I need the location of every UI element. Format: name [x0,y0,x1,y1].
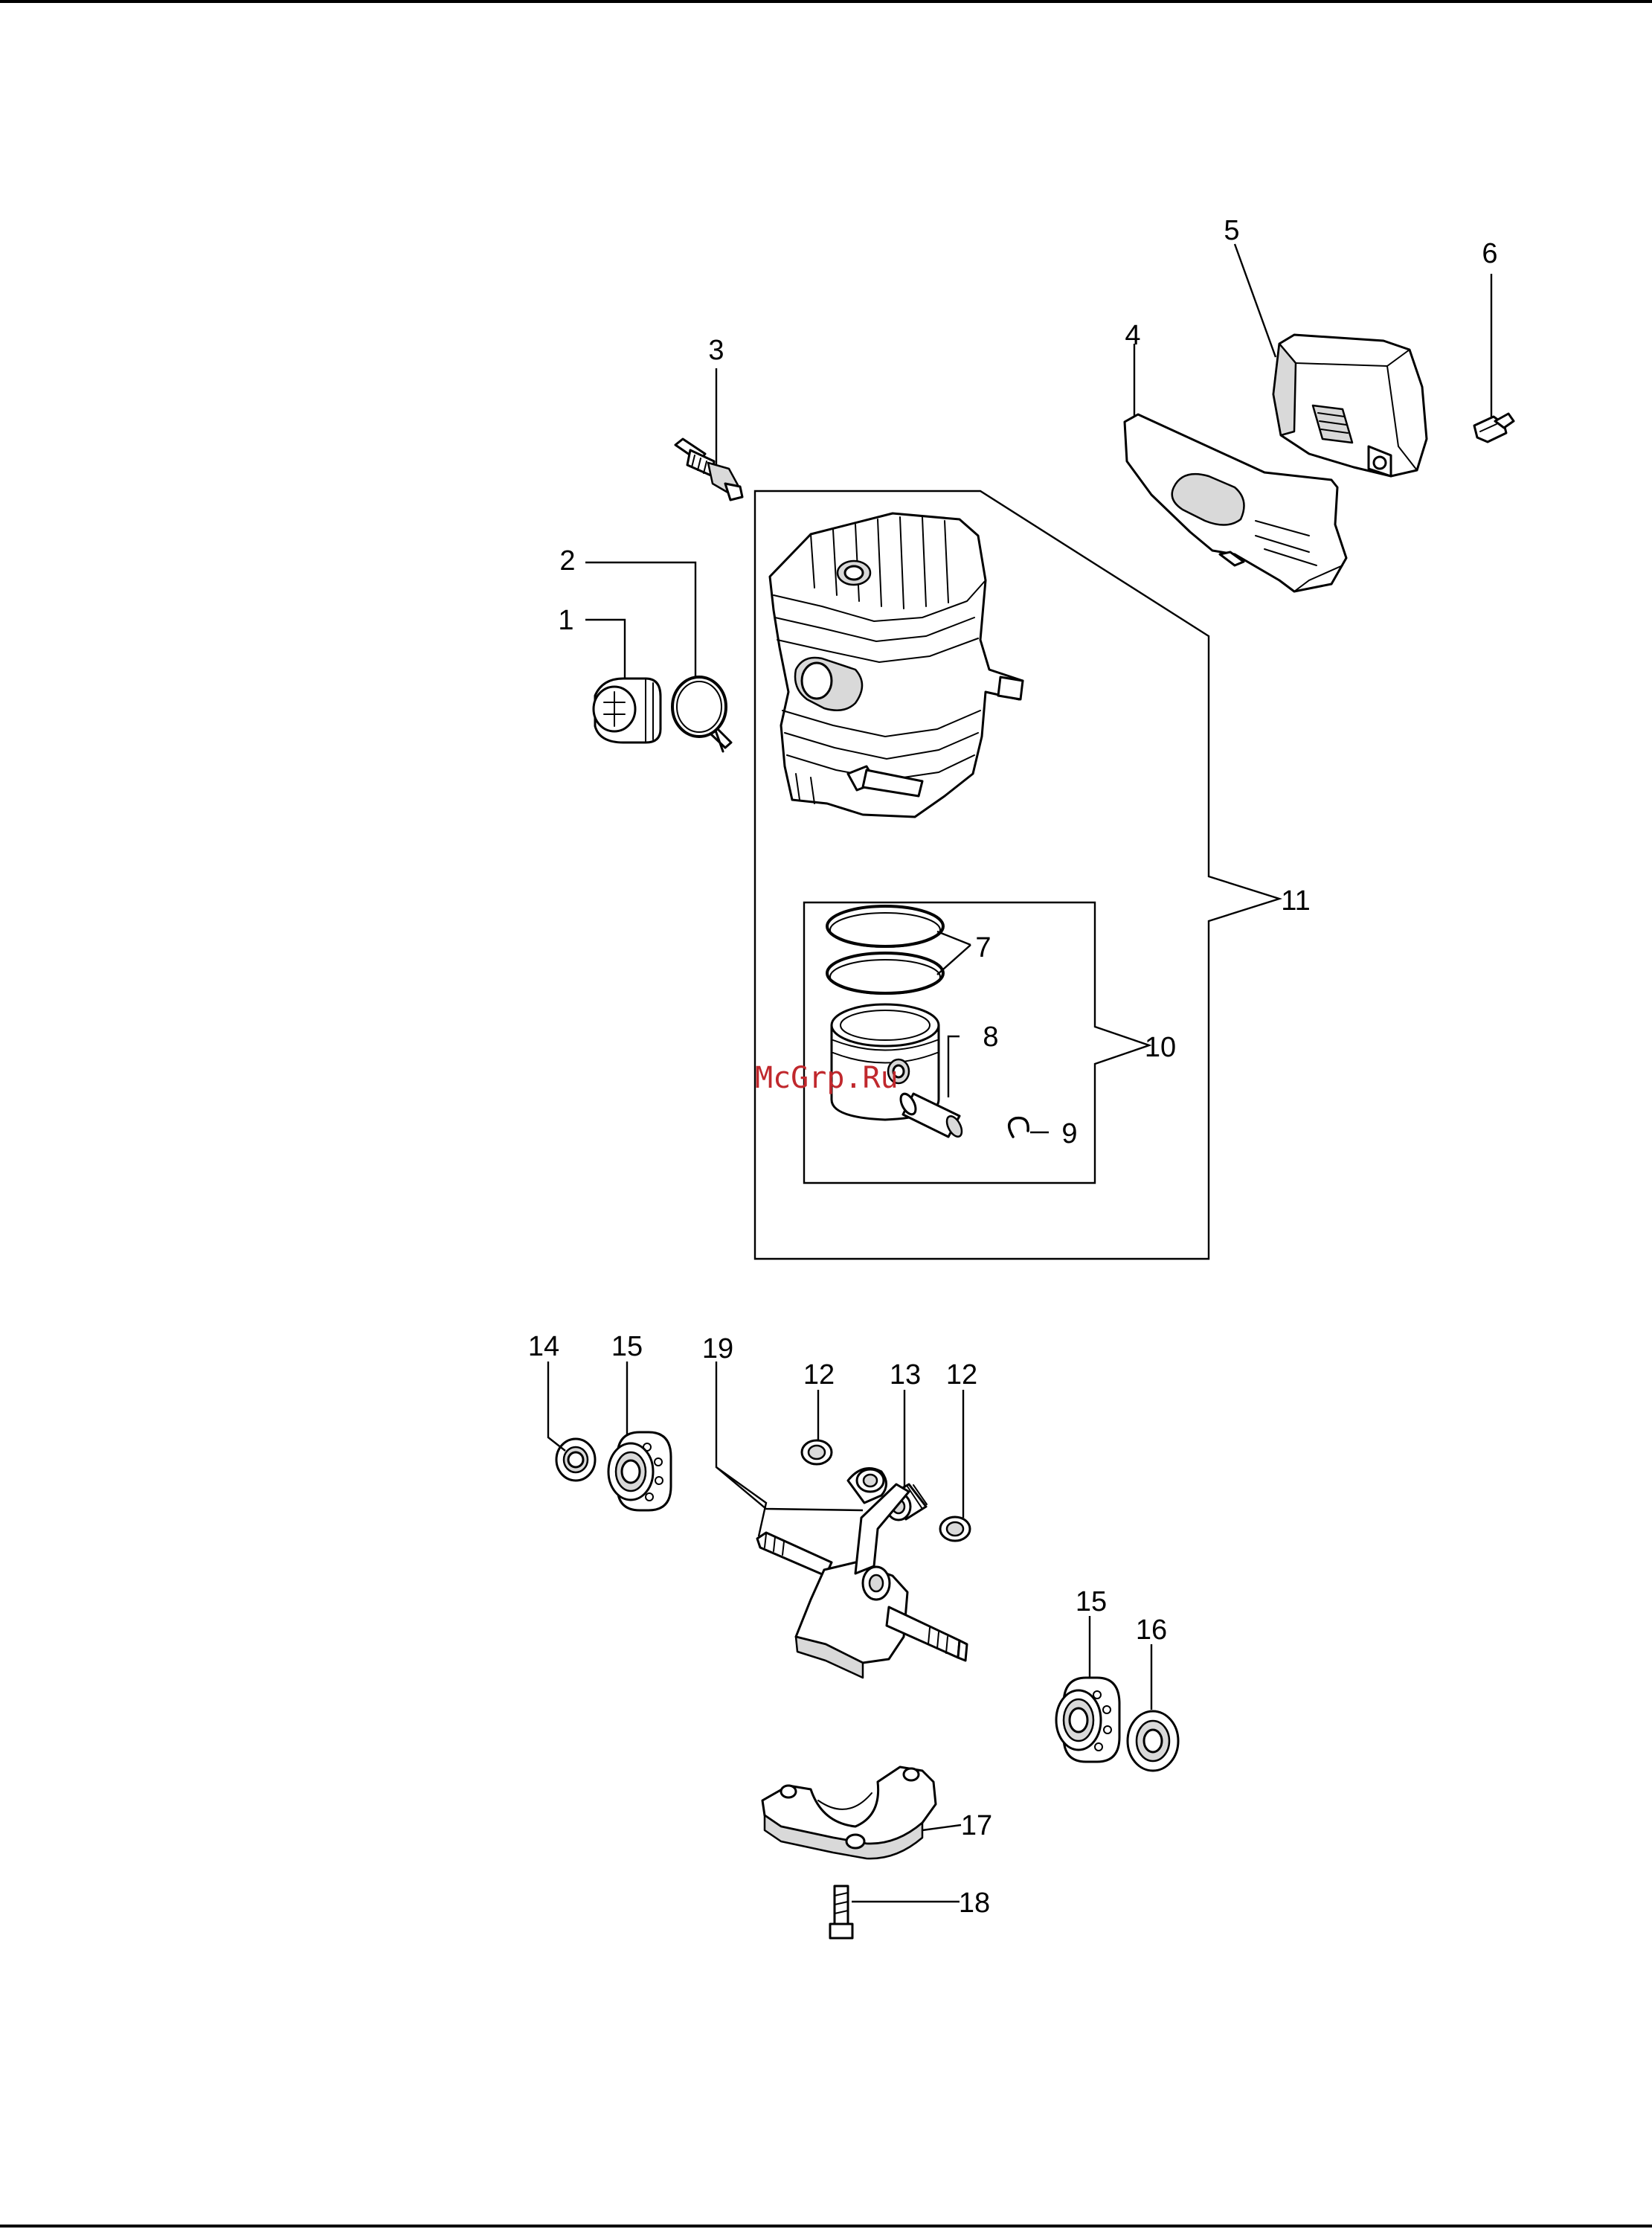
callout-19: 19 [702,1333,733,1364]
callout-3: 3 [708,335,724,366]
part-12-washer-b [940,1517,970,1541]
callout-11: 11 [1281,885,1310,917]
part-14-seal [556,1439,595,1481]
callout-8: 8 [983,1022,998,1053]
part-15-bearing-right [1056,1678,1119,1762]
callout-4: 4 [1125,320,1140,351]
callout-5: 5 [1224,215,1239,246]
leader-lines [548,244,1491,1902]
callout-13: 13 [890,1359,921,1391]
cylinder [770,513,1023,817]
callout-2: 2 [559,545,575,577]
part-1-valve [594,679,661,743]
callout-6: 6 [1482,238,1497,269]
callout-9: 9 [1061,1118,1077,1149]
part-18-screw [830,1886,852,1938]
part-5-muffler [1273,335,1427,476]
callout-18: 18 [959,1888,990,1919]
part-12-washer-a [802,1440,832,1464]
watermark: McGrp.Ru [755,1061,899,1095]
part-15-bearing-left [608,1432,671,1510]
callout-17: 17 [961,1810,992,1841]
callout-16: 16 [1136,1614,1167,1646]
part-16-seal [1128,1711,1178,1771]
callout-15-right: 15 [1076,1586,1107,1617]
callout-12-a: 12 [803,1359,835,1391]
callout-14: 14 [528,1331,559,1362]
part-3-spark-plug [675,439,742,500]
part-19-crankshaft [757,1469,967,1678]
callout-10: 10 [1145,1032,1176,1063]
part-6-bolt [1474,414,1514,442]
callout-7: 7 [975,932,991,963]
callout-15-left: 15 [611,1331,643,1362]
part-2-clamp [672,677,731,751]
part-17-crankcase-half [762,1767,936,1858]
part-9-circlip [1009,1118,1029,1137]
callout-12-b: 12 [946,1359,977,1391]
part-7-piston-rings [827,906,943,994]
callout-1: 1 [558,605,573,636]
